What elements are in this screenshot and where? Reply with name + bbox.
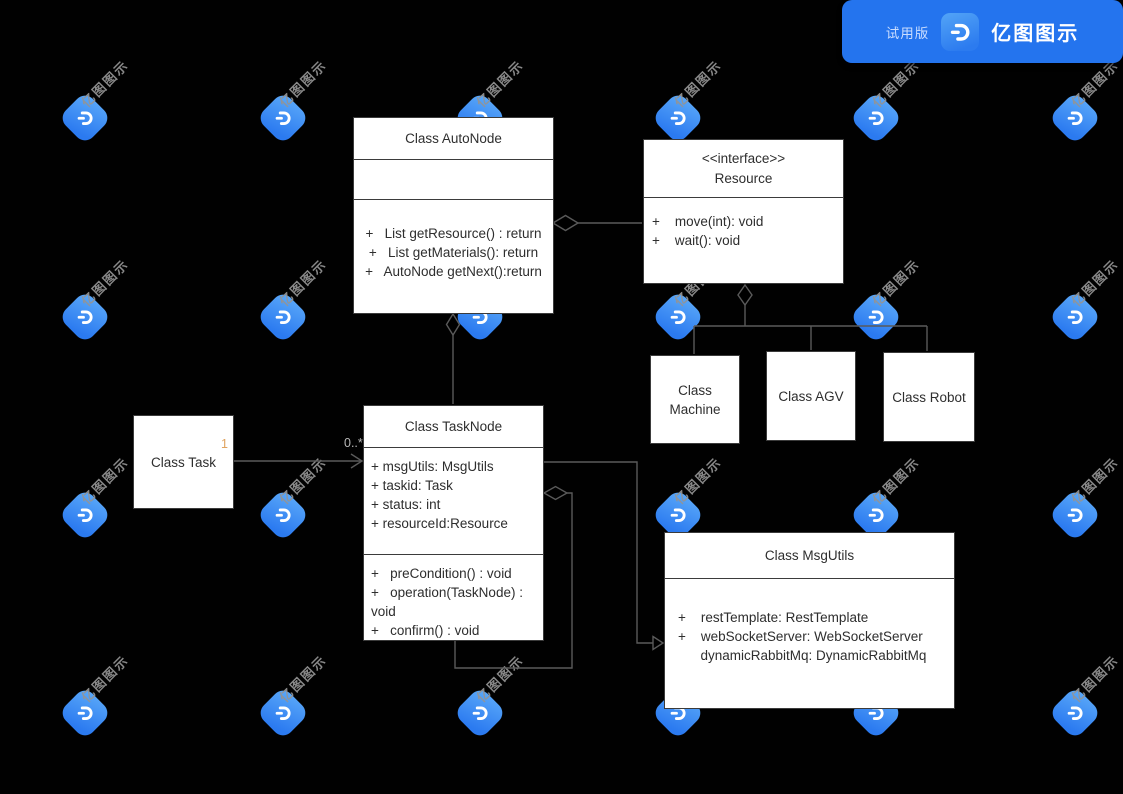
attribute-line: + restTemplate: RestTemplate [678, 610, 869, 625]
open-arrow-icon [350, 453, 364, 469]
watermark-logo-icon [256, 290, 310, 344]
method-line: + preCondition() : void [371, 566, 512, 581]
class-box-task[interactable]: Class Task [133, 415, 234, 509]
attributes-compartment [354, 159, 553, 199]
class-box-autonode[interactable]: Class AutoNode + List getResource() : re… [353, 117, 554, 314]
interface-name: Resource [714, 170, 773, 186]
watermark-logo-icon [651, 91, 705, 145]
watermark-logo-icon [849, 290, 903, 344]
method-line: + wait(): void [652, 233, 741, 248]
watermark-logo-icon [58, 91, 112, 145]
class-title: Class Robot [892, 389, 966, 405]
class-box-agv[interactable]: Class AGV [766, 351, 856, 441]
watermark-logo-icon [1048, 290, 1102, 344]
class-box-msgutils[interactable]: Class MsgUtils + restTemplate: RestTempl… [664, 532, 955, 709]
method-line: + move(int): void [652, 214, 764, 229]
watermark-logo-icon [453, 686, 507, 740]
method-line: + confirm() : void [371, 623, 480, 638]
aggregation-diamond-icon [551, 214, 580, 232]
class-box-robot[interactable]: Class Robot [883, 352, 975, 442]
watermark-logo-icon [58, 290, 112, 344]
attribute-line: dynamicRabbitMq: DynamicRabbitMq [678, 648, 927, 663]
watermark-logo-icon [849, 488, 903, 542]
method-line: + operation(TaskNode) : [371, 585, 523, 600]
watermark-logo-icon [58, 488, 112, 542]
aggregation-diamond-icon [737, 283, 753, 307]
attribute-line: + webSocketServer: WebSocketServer [678, 629, 923, 644]
watermark-logo-icon [1048, 686, 1102, 740]
triangle-arrow-icon [652, 635, 665, 651]
trial-version-label: 试用版 [885, 25, 930, 41]
watermark-logo-icon [849, 91, 903, 145]
method-line: void [371, 604, 396, 619]
class-title: Class Machine [669, 382, 721, 417]
class-title: Class AGV [778, 388, 844, 404]
attribute-line: + msgUtils: MsgUtils [371, 459, 494, 475]
aggregation-diamond-icon [542, 485, 569, 501]
attribute-line: + taskid: Task [371, 478, 453, 494]
method-line: + List getResource() : return [365, 226, 542, 241]
aggregation-diamond-icon [445, 312, 461, 337]
watermark-logo-icon [1048, 91, 1102, 145]
connector-resource-subclasses [693, 305, 928, 354]
stereotype-label: <<interface>> [701, 150, 786, 166]
class-box-tasknode[interactable]: Class TaskNode + msgUtils: MsgUtils + ta… [363, 405, 544, 641]
multiplicity-label: 1 [221, 437, 228, 451]
class-title: Class MsgUtils [764, 548, 855, 563]
watermark-logo-icon [256, 488, 310, 542]
watermark-logo-icon [256, 686, 310, 740]
class-title: Class Task [150, 454, 217, 470]
class-title: Class AutoNode [405, 131, 502, 146]
connector-tasknode-self [454, 492, 573, 669]
brand-name: 亿图图示 [991, 23, 1080, 45]
attribute-line: + resourceId:Resource [371, 516, 508, 532]
watermark-logo-icon [651, 488, 705, 542]
watermark-logo-icon [651, 290, 705, 344]
edraw-logo-icon [941, 12, 980, 51]
watermark-logo-icon [1048, 488, 1102, 542]
interface-box-resource[interactable]: <<interface>> Resource + move(int): void… [643, 139, 844, 284]
watermark-logo-icon [256, 91, 310, 145]
connector-tasknode-msgutils [544, 461, 653, 644]
method-line: + List getMaterials(): return [368, 245, 539, 260]
attribute-line: + status: int [371, 497, 441, 513]
trial-badge[interactable]: 试用版 亿图图示 [842, 0, 1123, 63]
class-box-machine[interactable]: Class Machine [650, 355, 740, 444]
multiplicity-label: 0..* [344, 436, 363, 450]
class-title: Class TaskNode [404, 419, 503, 435]
watermark-logo-icon [58, 686, 112, 740]
method-line: + AutoNode getNext():return [365, 264, 542, 279]
